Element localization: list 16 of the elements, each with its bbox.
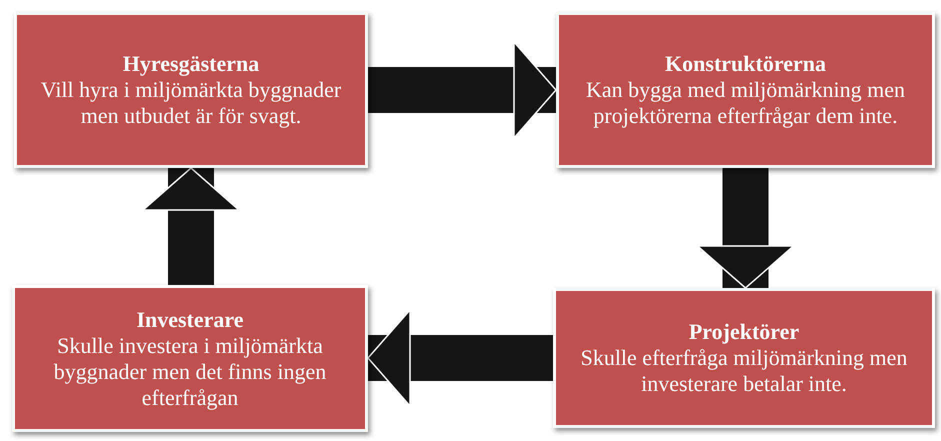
box-text: Skulle efterfråga miljömärkning men investerare betalar inte. [580,345,908,397]
process-box [556,12,935,168]
box-heading: Projektörer [688,319,800,345]
block-arrow [367,309,553,407]
box-heading: Investerare [135,306,245,332]
process-box [12,285,368,432]
block-arrow [696,168,794,289]
box-heading: Hyresgästerna [122,51,260,77]
box-text: Vill hyra i miljömärkta byggnader men utbudet är för svagt. [40,77,342,129]
block-arrow [142,167,240,285]
block-arrow [368,41,557,139]
box-text: Kan bygga med miljömärkning men projektörerna efterfrågar dem inte. [585,77,906,129]
process-box [553,288,935,428]
process-box [14,12,368,168]
box-text: Skulle investera i miljömärkta byggnader men det finns ingen efterfrågan [52,332,328,410]
box-heading: Konstruktörerna [664,51,827,77]
